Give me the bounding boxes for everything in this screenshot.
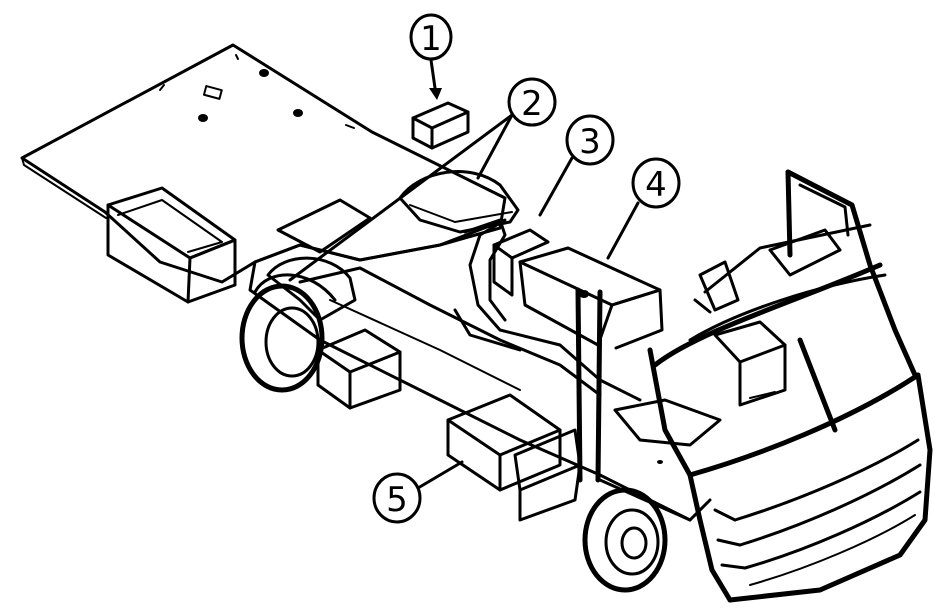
- front-fascia: [687, 372, 933, 603]
- callout-4-label: 4: [645, 165, 667, 205]
- underfloor-box-middle: [316, 328, 402, 410]
- rear-wheel-housing: [266, 256, 357, 322]
- component-4-console: [518, 246, 664, 483]
- callout-3: 3: [538, 114, 615, 217]
- callout-5: 5: [372, 460, 464, 524]
- component-3-block: [492, 228, 550, 297]
- callout-4: 4: [606, 157, 681, 260]
- callout-1: 1: [409, 13, 453, 100]
- cab-structure: [647, 169, 918, 478]
- floor-cutout: [276, 198, 372, 254]
- rear-storage-bin: [106, 186, 237, 304]
- driver-seat: [713, 320, 787, 407]
- callout-1-label: 1: [420, 19, 442, 59]
- component-1-box: [411, 101, 470, 150]
- callout-5-label: 5: [386, 480, 408, 520]
- callout-2: 2: [288, 77, 557, 282]
- callout-2-label: 2: [521, 84, 543, 124]
- wheel-housing-dome: [398, 170, 520, 234]
- callout-3-label: 3: [579, 122, 601, 162]
- cab-floor: [598, 398, 722, 522]
